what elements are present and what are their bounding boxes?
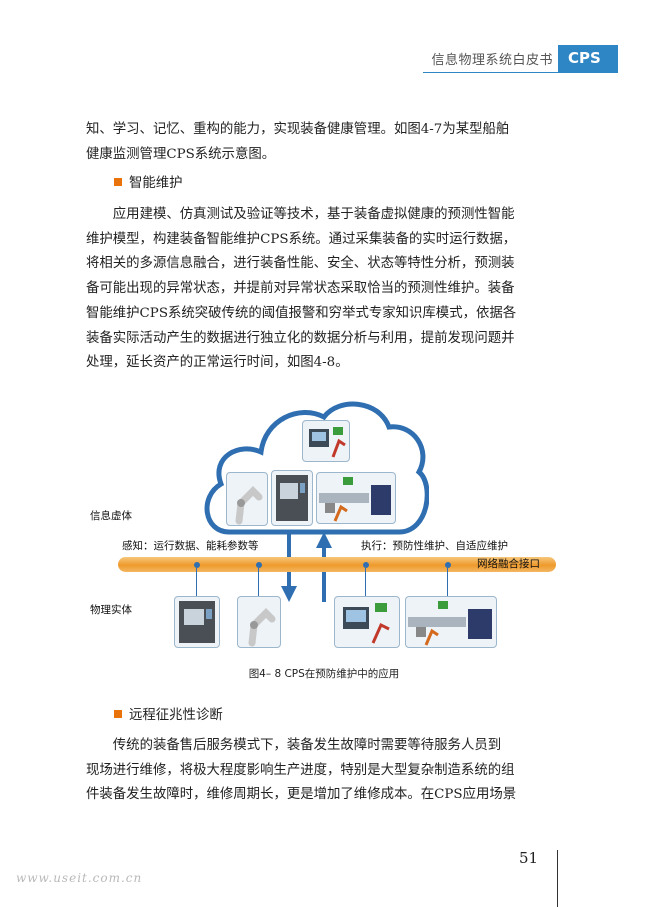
physical-robot-cell-image (334, 596, 400, 648)
text-line: 应用建模、仿真测试及验证等技术，基于装备虚拟健康的预测性智能 (112, 207, 515, 222)
text-line: 备可能出现的异常状态，并提前对异常状态采取恰当的预测性维护。装备 (86, 281, 515, 297)
paragraph-smart-maintenance: 应用建模、仿真测试及验证等技术，基于装备虚拟健康的预测性智能 维护模型，构建装备… (86, 203, 560, 376)
network-fusion-interface-band: 网络融合接口 (118, 557, 556, 572)
figure-cps-preventive-maintenance: 信息虚体 感知：运行数据、能耗参数等 执行：预防性维护、自适应维护 网络融合接口… (84, 392, 564, 680)
connector-line (365, 568, 366, 596)
connector-line (447, 568, 448, 596)
text-line: 现场进行维修，将极大程度影响生产进度，特别是大型复杂制造系统的组 (86, 762, 515, 778)
cloud-production-line-image (316, 472, 396, 524)
paragraph-intro: 知、学习、记忆、重构的能力，实现装备健康管理。如图4-7为某型船舶 健康监测管理… (86, 118, 560, 167)
square-bullet-icon (114, 710, 122, 718)
label-physical-entity: 物理实体 (90, 604, 132, 616)
cloud-cnc-machine-image (271, 470, 313, 526)
label-cyber-entity: 信息虚体 (90, 510, 132, 522)
square-bullet-icon (114, 178, 122, 186)
text-line: 件装备发生故障时，维修周期长，更是增加了维修成本。在CPS应用场景 (86, 787, 517, 803)
physical-robot-arm-image (237, 596, 281, 648)
page-number-rule (557, 850, 558, 907)
text-line: 处理，延长资产的正常运行时间，如图4-8。 (86, 355, 349, 371)
text-line: 装备实际活动产生的数据进行独立化的数据分析与利用，提前发现问题并 (86, 330, 515, 346)
figure-caption: 图4– 8 CPS在预防维护中的应用 (248, 668, 400, 680)
physical-production-line-image (405, 596, 497, 648)
connector-dot (445, 562, 451, 568)
cloud-robot-arm-image (226, 472, 268, 526)
label-execution: 执行：预防性维护、自适应维护 (361, 540, 508, 552)
physical-cnc-machine-image (174, 596, 220, 648)
heading-label: 远程征兆性诊断 (129, 708, 223, 723)
connector-dot (363, 562, 369, 568)
connector-line (196, 568, 197, 596)
text-line: 将相关的多源信息融合，进行装备性能、安全、状态等特性分析，预测装 (86, 256, 515, 272)
running-header-title: 信息物理系统白皮书 (431, 53, 553, 68)
header-rule (423, 72, 618, 73)
text-line: 传统的装备售后服务模式下，装备发生故障时需要等待服务人员到 (112, 738, 502, 753)
header-cps-tag: CPS (558, 45, 618, 72)
heading-label: 智能维护 (129, 176, 183, 191)
text-line: 健康监测管理CPS系统示意图。 (86, 146, 276, 162)
text-line: 智能维护CPS系统突破传统的阈值报警和穷举式专家知识库模式，依据各 (86, 305, 517, 321)
page-number: 51 (519, 849, 539, 867)
band-label: 网络融合接口 (477, 558, 540, 570)
cloud-robot-cell-image (302, 420, 350, 462)
text-line: 维护模型，构建装备智能维护CPS系统。通过采集装备的实时运行数据， (86, 231, 517, 247)
section-heading-smart-maintenance: 智能维护 (114, 172, 183, 196)
paragraph-remote-diagnosis: 传统的装备售后服务模式下，装备发生故障时需要等待服务人员到 现场进行维修，将极大… (86, 734, 560, 808)
text-line: 知、学习、记忆、重构的能力，实现装备健康管理。如图4-7为某型船舶 (86, 122, 510, 137)
connector-line (258, 568, 259, 596)
label-sensing: 感知：运行数据、能耗参数等 (122, 540, 259, 552)
watermark: www.useit.com.cn (16, 871, 143, 885)
section-heading-remote-diagnosis: 远程征兆性诊断 (114, 704, 223, 728)
connector-dot (194, 562, 200, 568)
connector-dot (256, 562, 262, 568)
up-arrow-icon (316, 532, 332, 602)
